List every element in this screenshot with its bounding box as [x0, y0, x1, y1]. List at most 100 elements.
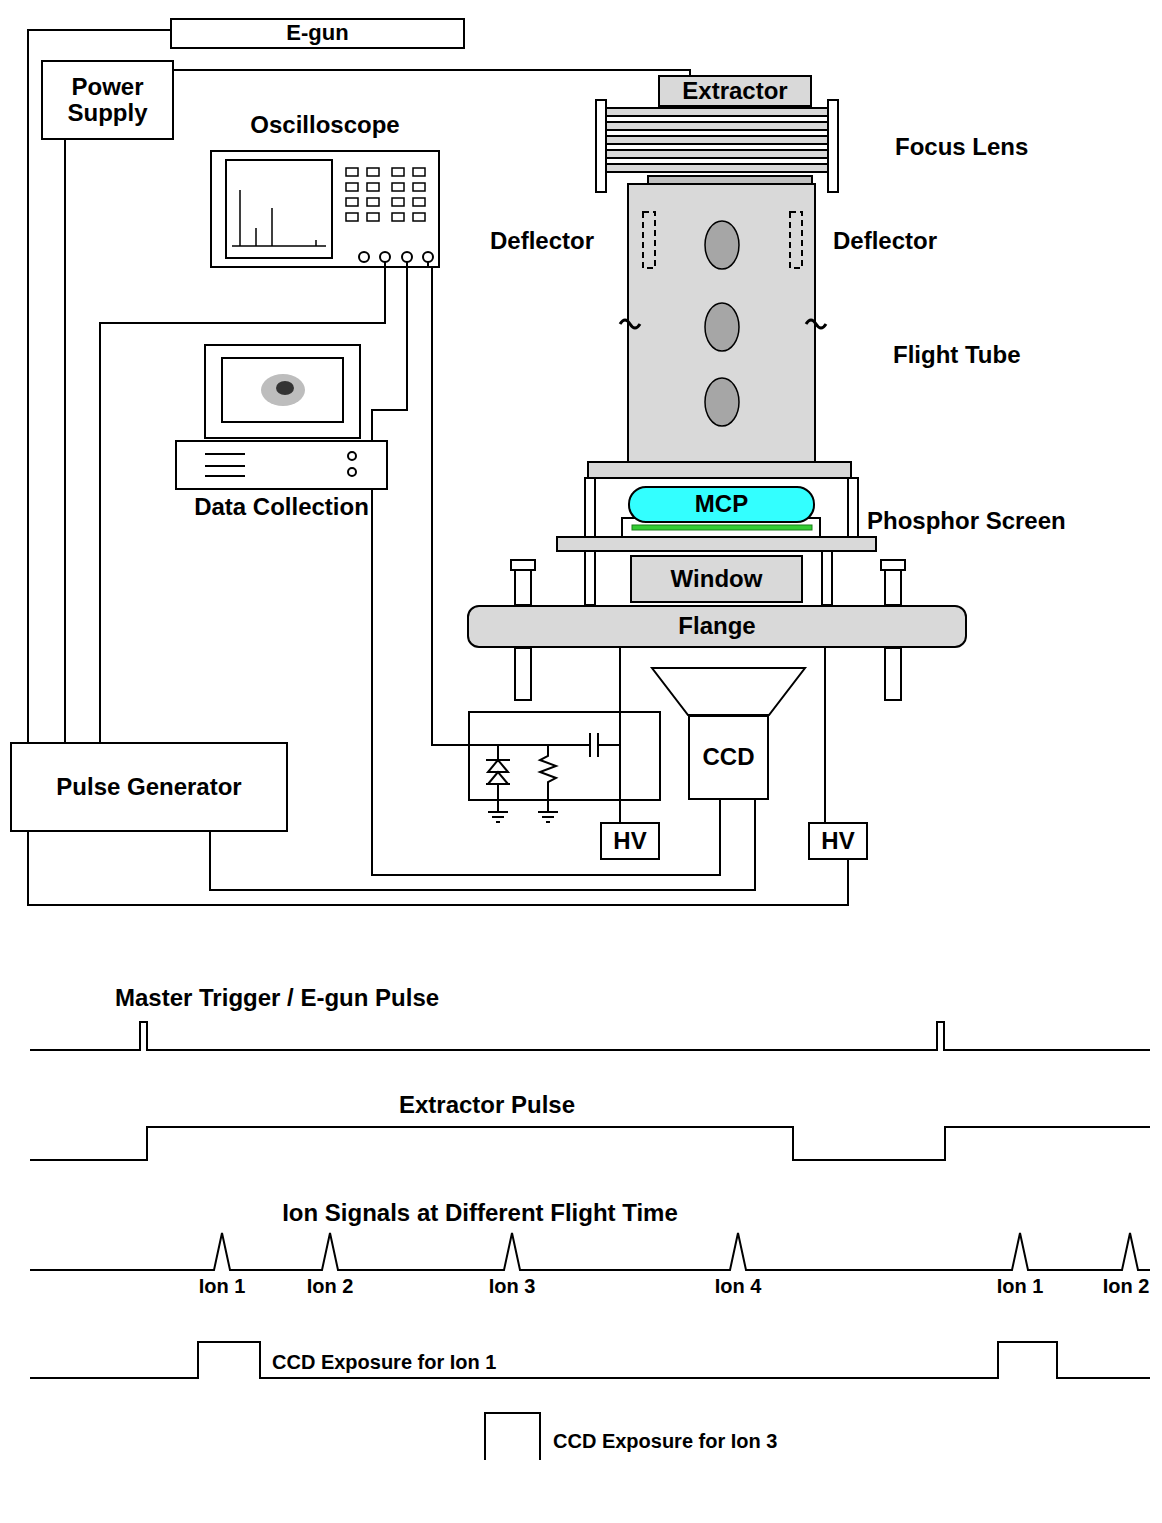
oscilloscope-drawing-part-part [392, 213, 404, 221]
timing-diagram-part [30, 1127, 1150, 1160]
detector-mount [511, 478, 905, 700]
timing-diagram [30, 1022, 1150, 1460]
detector-mount-part [557, 537, 876, 551]
node-label: Pulse Generator [56, 774, 241, 800]
signal-wire [100, 268, 385, 742]
computer-drawing [205, 345, 360, 476]
signal-circuit-part [540, 745, 556, 812]
part-label: Ion 2 [307, 1275, 354, 1297]
computer-drawing-part [205, 345, 360, 438]
signal-circuit-part [488, 812, 558, 822]
timing-diagram-part [30, 1022, 1150, 1050]
oscilloscope-drawing-part [226, 160, 332, 258]
focus-lens-part [648, 176, 812, 184]
signal-circuit [432, 268, 660, 822]
flight-tube-part [705, 378, 739, 426]
extractor-plate: Extractor [658, 75, 812, 107]
focus-lens-part [598, 108, 836, 116]
computer-drawing-part [261, 374, 305, 406]
part-label: Ion 2 [1103, 1275, 1150, 1297]
node-label: Oscilloscope [250, 112, 399, 138]
oscilloscope-drawing-part-part [413, 168, 425, 176]
node-label: Window [671, 566, 763, 592]
focus-lens-part [598, 150, 836, 158]
part-label: CCD Exposure for Ion 1 [272, 1351, 496, 1373]
flight-tube-part [643, 212, 655, 268]
oscilloscope-drawing-part-part [392, 168, 404, 176]
hv-supply: HV [600, 822, 660, 860]
signal-wire [64, 140, 66, 742]
part-label: Focus Lens [895, 134, 1028, 160]
ccd-lens [652, 668, 805, 715]
computer-drawing-part [348, 468, 356, 476]
oscilloscope-drawing-part-part [413, 198, 425, 206]
flight-tube-part [806, 320, 826, 328]
oscilloscope-drawing-part-part [367, 213, 379, 221]
oscilloscope: Oscilloscope [210, 150, 440, 268]
focus-lens-part [596, 100, 606, 192]
oscilloscope-drawing-part-part [367, 168, 379, 176]
detector-mount-part [585, 478, 595, 538]
detector-mount-part [515, 648, 531, 700]
timing-diagram-part [485, 1413, 540, 1460]
flight-tube-part [588, 462, 851, 478]
part-label: Phosphor Screen [867, 508, 1066, 534]
focus-lens [596, 100, 838, 192]
signal-wire [174, 70, 690, 75]
window: Window [630, 555, 803, 603]
part-label: Ion 3 [489, 1275, 536, 1297]
oscilloscope-drawing-part [232, 190, 326, 246]
detector-mount-part [511, 560, 535, 570]
electron-gun: E-gun [170, 18, 465, 49]
signal-circuit-part [432, 268, 620, 757]
flight-tube-part [628, 184, 815, 462]
node-label: Flange [678, 613, 755, 639]
timing-diagram-part [30, 1342, 1150, 1378]
computer-drawing-part [222, 358, 343, 422]
oscilloscope-drawing [226, 160, 433, 268]
oscilloscope-drawing-part-part [392, 198, 404, 206]
part-label: Flight Tube [893, 342, 1021, 368]
node-label: MCP [695, 491, 748, 517]
timing-diagram-part [30, 1233, 1150, 1270]
pulse-generator-box: Pulse Generator [10, 742, 288, 832]
signal-wire [619, 648, 621, 822]
detector-mount-part [885, 648, 901, 700]
oscilloscope-drawing-part-part [346, 168, 358, 176]
node-label: HV [613, 828, 646, 854]
oscilloscope-drawing-part-part [346, 213, 358, 221]
flange: Flange [467, 605, 967, 648]
power-supply-box: Power Supply [41, 60, 174, 140]
part-label: Ion 1 [997, 1275, 1044, 1297]
oscilloscope-drawing-part-part [392, 183, 404, 191]
flight-tube-part [705, 221, 739, 269]
part-label: Ion 1 [199, 1275, 246, 1297]
detector-mount-part [848, 478, 858, 538]
part-label: Master Trigger / E-gun Pulse [115, 985, 439, 1011]
focus-lens-part [828, 100, 838, 192]
node-label: Data Collection [194, 494, 369, 520]
detector-mount-part [515, 568, 531, 605]
focus-lens-part [598, 136, 836, 144]
detector-mount-part [822, 551, 832, 605]
signal-wire [372, 268, 407, 440]
node-label: HV [821, 828, 854, 854]
signal-wire [372, 490, 720, 875]
oscilloscope-drawing-part-part [413, 183, 425, 191]
oscilloscope-drawing-part [423, 252, 433, 262]
signal-circuit-part [486, 745, 510, 812]
node-label: E-gun [286, 21, 348, 45]
part-label: Extractor Pulse [399, 1092, 575, 1118]
detector-mount-part [885, 568, 901, 605]
oscilloscope-drawing-part-part [413, 213, 425, 221]
computer: Data Collection [175, 440, 388, 490]
oscilloscope-drawing-part-part [346, 183, 358, 191]
part-label: Ion Signals at Different Flight Time [282, 1200, 678, 1226]
part-label: Deflector [833, 228, 937, 254]
ccd-camera: CCD [688, 715, 769, 800]
signal-wire [28, 832, 848, 905]
signal-wire [210, 800, 755, 890]
flight-tube-part [790, 212, 802, 268]
part-label: Ion 4 [715, 1275, 762, 1297]
